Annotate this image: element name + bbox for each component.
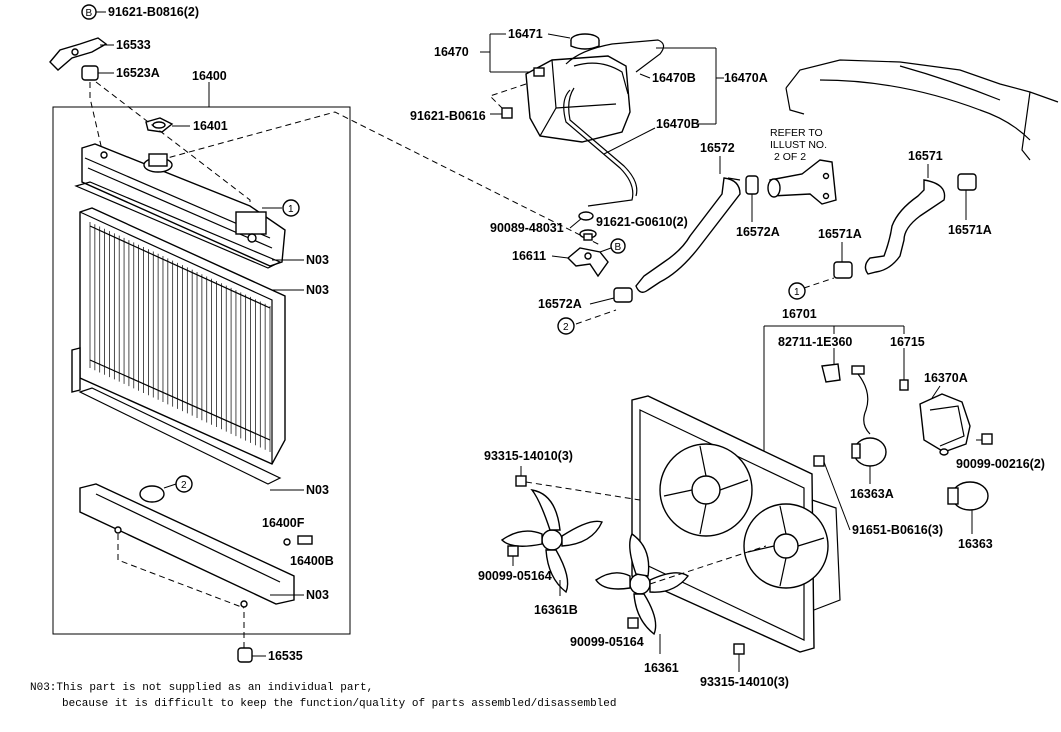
callout-1-hose: 1 bbox=[788, 282, 806, 300]
label-16361: 16361 bbox=[644, 661, 679, 675]
label-16471: 16471 bbox=[508, 27, 543, 41]
label-16401: 16401 bbox=[193, 119, 228, 133]
label-16571a-upper: 16571A bbox=[948, 223, 992, 237]
label-16361b: 16361B bbox=[534, 603, 578, 617]
bolt-91651-b0616 bbox=[813, 455, 851, 531]
label-90099-00216: 90099-00216(2) bbox=[956, 457, 1045, 471]
clip-16715 bbox=[899, 379, 909, 391]
fan-shroud-16370a bbox=[919, 393, 971, 456]
label-91621-g0610: 91621-G0610(2) bbox=[596, 215, 688, 229]
bolt-90099-00216 bbox=[976, 433, 993, 445]
water-outlet-fitting bbox=[767, 159, 837, 205]
svg-text:2: 2 bbox=[181, 480, 187, 491]
nut-90099-05164-right bbox=[627, 617, 639, 629]
bolt-91621-g0610 bbox=[579, 229, 597, 241]
reservoir-cap-16471 bbox=[570, 33, 600, 50]
label-refer-line2: ILLUST NO. bbox=[770, 139, 827, 151]
svg-text:1: 1 bbox=[288, 204, 294, 215]
label-refer-line1: REFER TO bbox=[770, 127, 823, 139]
label-16470a: 16470A bbox=[724, 71, 768, 85]
label-16363a: 16363A bbox=[850, 487, 894, 501]
label-n03-4: N03 bbox=[306, 588, 329, 602]
bracket-16611 bbox=[566, 247, 609, 278]
callout-2-hose: 2 bbox=[557, 317, 575, 335]
label-16400b: 16400B bbox=[290, 554, 334, 568]
reservoir-tank-16470 bbox=[525, 55, 631, 143]
clamp-16571a-lower bbox=[833, 261, 853, 279]
clamp-16572a-lower bbox=[613, 287, 633, 303]
label-16400f: 16400F bbox=[262, 516, 305, 530]
label-n03-2: N03 bbox=[306, 283, 329, 297]
label-91651-b0616: 91651-B0616(3) bbox=[852, 523, 943, 537]
label-90089-48031: 90089-48031 bbox=[490, 221, 564, 235]
label-16571: 16571 bbox=[908, 149, 943, 163]
label-91621-b0816: 91621-B0816(2) bbox=[108, 5, 199, 19]
label-16470b: 16470B bbox=[656, 117, 700, 131]
upper-hose-16571 bbox=[864, 179, 946, 275]
gasket-16401 bbox=[145, 117, 190, 133]
label-16572a-upper: 16572A bbox=[736, 225, 780, 239]
label-16611: 16611 bbox=[512, 249, 546, 263]
label-16572a-lower: 16572A bbox=[538, 297, 582, 311]
upper-gasket-n03 bbox=[74, 181, 304, 269]
svg-text:B: B bbox=[615, 242, 622, 253]
note-n03-line1: N03:This part is not supplied as an indi… bbox=[30, 682, 374, 694]
lower-hose-16572 bbox=[635, 177, 741, 293]
label-16715: 16715 bbox=[890, 335, 925, 349]
label-16533: 16533 bbox=[116, 38, 151, 52]
label-93315-14010-upper: 93315-14010(3) bbox=[484, 449, 573, 463]
label-n03-1: N03 bbox=[306, 253, 329, 267]
label-16523a: 16523A bbox=[116, 66, 160, 80]
fan-16361 bbox=[595, 532, 690, 636]
label-16370a: 16370A bbox=[924, 371, 968, 385]
radiator-upper-tank bbox=[81, 143, 286, 267]
label-16701: 16701 bbox=[782, 307, 817, 321]
label-16571a-lower: 16571A bbox=[818, 227, 862, 241]
svg-text:B: B bbox=[86, 8, 93, 19]
bracket-16533 bbox=[49, 37, 114, 71]
fan-motor-16363 bbox=[947, 481, 989, 534]
lower-gasket-n03 bbox=[78, 387, 304, 491]
label-16363: 16363 bbox=[958, 537, 993, 551]
svg-text:1: 1 bbox=[794, 287, 800, 298]
fan-motor-16363a bbox=[851, 437, 887, 484]
label-16470b-top: 16470B bbox=[652, 71, 696, 85]
connector-82711-1e360 bbox=[821, 363, 841, 383]
bolt-93315-14010-upper bbox=[515, 466, 527, 487]
label-16572: 16572 bbox=[700, 141, 735, 155]
drain-cock-16400b bbox=[283, 535, 313, 546]
bolt-91621-b0616 bbox=[490, 107, 513, 119]
cushion-16535 bbox=[237, 647, 266, 663]
radiator-core bbox=[71, 207, 286, 465]
fan-16361b bbox=[500, 489, 603, 594]
label-refer-line3: 2 OF 2 bbox=[774, 151, 806, 163]
label-91621-b0616: 91621-B0616 bbox=[410, 109, 486, 123]
note-n03-line2: because it is difficult to keep the func… bbox=[62, 698, 617, 710]
label-n03-3: N03 bbox=[306, 483, 329, 497]
clamp-16571a-upper bbox=[957, 173, 977, 191]
wire-harness bbox=[851, 365, 871, 435]
nut-90099-05164-left bbox=[507, 545, 519, 566]
clamp-16572a-upper bbox=[745, 175, 759, 195]
svg-text:2: 2 bbox=[563, 322, 569, 333]
callout-2-radiator: 2 bbox=[163, 475, 193, 493]
label-16535: 16535 bbox=[268, 649, 303, 663]
callout-b-bracket: B bbox=[599, 238, 626, 254]
label-16400: 16400 bbox=[192, 69, 227, 83]
label-16470: 16470 bbox=[434, 45, 469, 59]
label-93315-14010-lower: 93315-14010(3) bbox=[700, 675, 789, 689]
cushion-16523a bbox=[81, 65, 114, 81]
label-82711-1e360: 82711-1E360 bbox=[778, 335, 852, 349]
engine-outline bbox=[785, 59, 1059, 161]
callout-1-radiator: 1 bbox=[262, 199, 300, 217]
fan-shroud-16701 bbox=[631, 395, 841, 653]
radiator-lower-tank bbox=[79, 483, 295, 608]
label-90099-05164-right: 90099-05164 bbox=[570, 635, 644, 649]
label-90099-05164-left: 90099-05164 bbox=[478, 569, 552, 583]
bolt-93315-14010-lower bbox=[733, 643, 745, 672]
bolt-91621-b0816: B bbox=[81, 4, 106, 20]
radiator-assembly-frame bbox=[52, 106, 351, 635]
clamp-90089-48031 bbox=[578, 211, 594, 221]
